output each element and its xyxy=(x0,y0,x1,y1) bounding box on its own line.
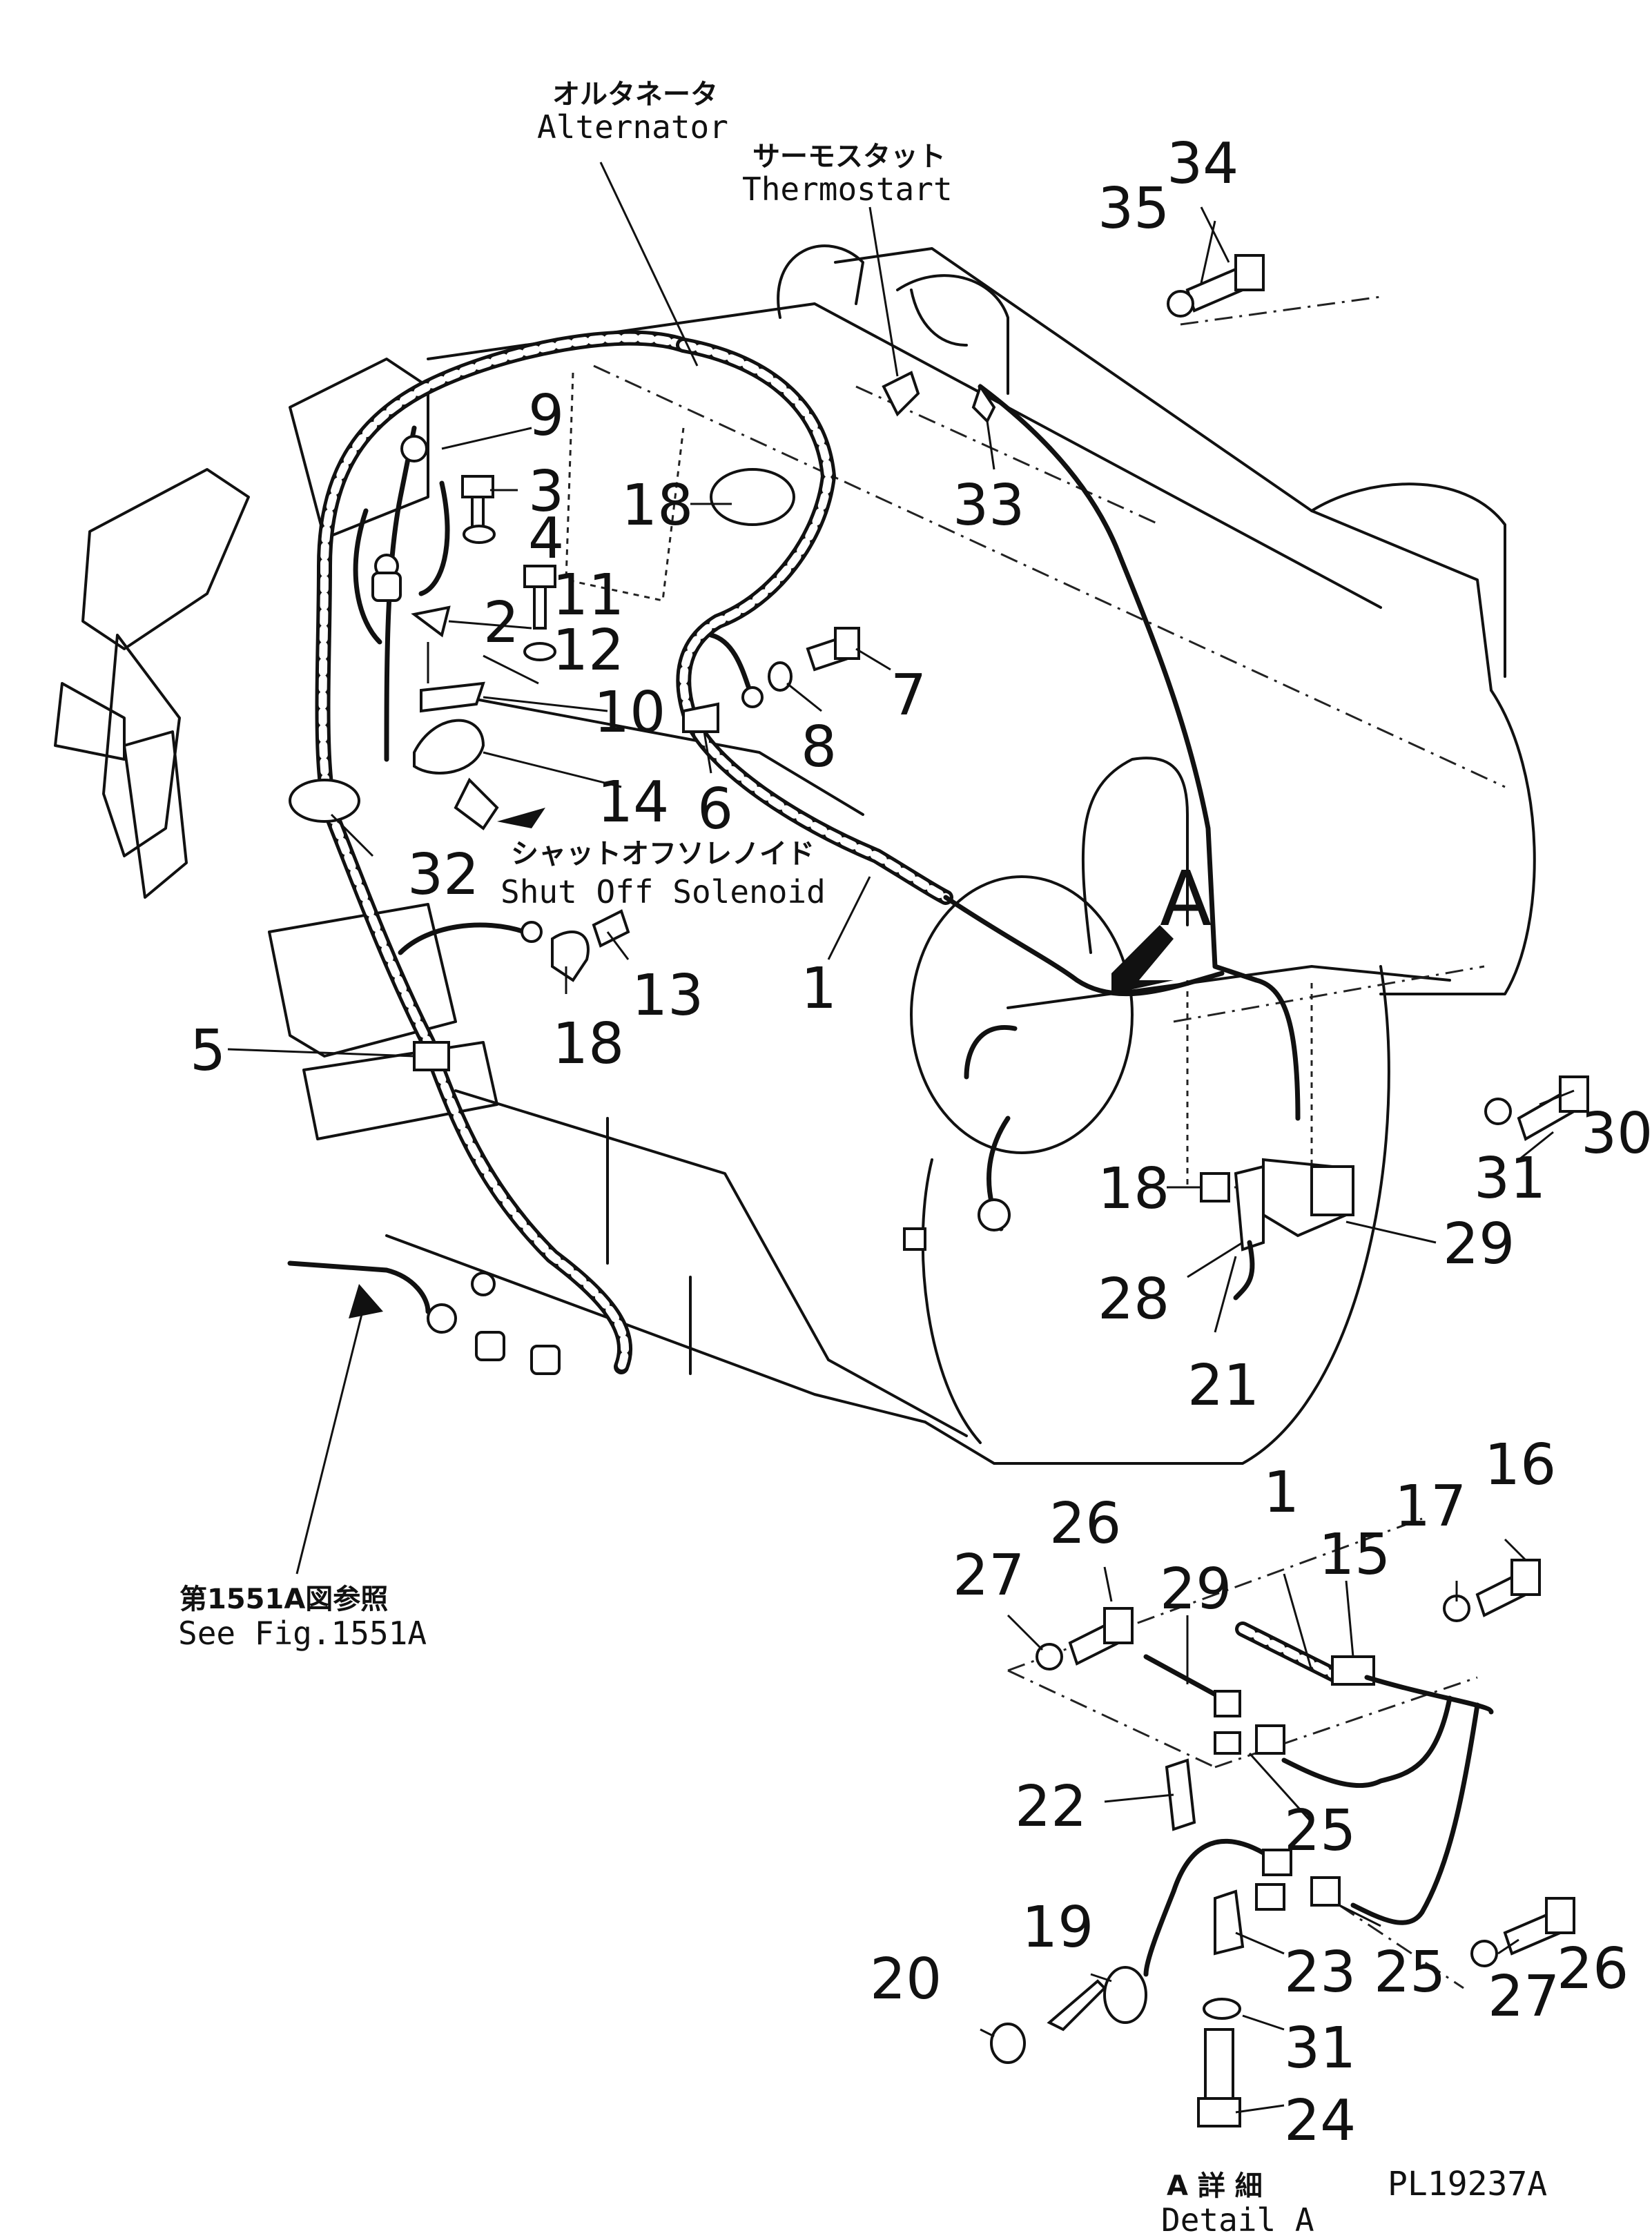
callout-17: 17 xyxy=(1395,1474,1466,1539)
callout-18-b: 18 xyxy=(552,1011,624,1077)
terminal-29 xyxy=(1214,1690,1241,1717)
callout-16: 16 xyxy=(1484,1432,1556,1498)
callout-31-a: 31 xyxy=(1474,1146,1546,1211)
callout-4: 4 xyxy=(528,506,564,572)
callout-18-c: 18 xyxy=(1098,1156,1169,1222)
callout-27-b: 27 xyxy=(1488,1964,1559,2029)
detail-label-en: Detail A xyxy=(1161,2201,1314,2239)
washer-27-a xyxy=(1036,1643,1063,1671)
callout-26-a: 26 xyxy=(1049,1491,1121,1557)
sensor-13 xyxy=(592,909,630,948)
callout-28: 28 xyxy=(1098,1267,1169,1332)
shutoff-label-jp: シャットオフソレノイド xyxy=(511,838,815,870)
washer-4 xyxy=(463,525,496,544)
leader-lines xyxy=(227,162,1575,2114)
washer-31-b xyxy=(1203,1998,1241,2020)
callout-8: 8 xyxy=(801,714,837,780)
alternator-label-jp: オルタネータ xyxy=(552,79,718,110)
clip-15 xyxy=(1331,1655,1375,1686)
view-arrow xyxy=(1111,925,1174,994)
thermostart-label-jp: サーモスタット xyxy=(752,141,946,173)
callout-24: 24 xyxy=(1284,2088,1356,2154)
callout-10: 10 xyxy=(594,680,665,746)
connector-18 xyxy=(551,931,590,982)
callouts: 34 35 9 3 18 33 4 11 2 12 7 10 8 14 6 32… xyxy=(190,131,1652,2154)
callout-15: 15 xyxy=(1319,1522,1390,1588)
parts xyxy=(289,254,1589,1301)
alternator-label-en: Alternator xyxy=(537,108,728,146)
washer-31 xyxy=(1484,1098,1512,1125)
bolt-34 xyxy=(1185,254,1265,313)
callout-7: 7 xyxy=(891,663,926,728)
callout-5: 5 xyxy=(190,1018,226,1084)
view-marker: A xyxy=(1160,855,1212,943)
thermostart-plug xyxy=(882,371,920,417)
terminal-25-b xyxy=(1255,1883,1285,1911)
callout-9: 9 xyxy=(528,383,564,449)
bolt-30 xyxy=(1517,1075,1589,1141)
callout-29-a: 29 xyxy=(1443,1211,1515,1277)
seefig-label-jp: 第1551A図参照 xyxy=(179,1584,388,1615)
callout-35: 35 xyxy=(1098,176,1169,242)
callout-18-a: 18 xyxy=(621,473,693,538)
oring-20 xyxy=(990,2023,1026,2064)
callout-30: 30 xyxy=(1581,1101,1652,1167)
bracket-22 xyxy=(1165,1758,1196,1831)
bolt-16 xyxy=(1475,1559,1541,1617)
callout-31-b: 31 xyxy=(1284,2016,1356,2081)
callout-22: 22 xyxy=(1015,1774,1087,1840)
bracket-10 xyxy=(420,681,485,713)
pointer-arrow xyxy=(497,808,545,828)
bolt-11 xyxy=(523,565,556,630)
callout-32: 32 xyxy=(407,842,479,908)
washer-35 xyxy=(1167,290,1194,318)
callout-20: 20 xyxy=(870,1947,942,2012)
callout-1: 1 xyxy=(801,956,837,1022)
seefig-label-en: See Fig.1551A xyxy=(178,1615,427,1652)
callout-27-a: 27 xyxy=(953,1543,1024,1608)
callout-21: 21 xyxy=(1187,1353,1259,1419)
callout-14: 14 xyxy=(597,770,669,835)
callout-34: 34 xyxy=(1167,131,1238,197)
callout-23: 23 xyxy=(1284,1940,1356,2005)
sensor-19 xyxy=(1103,1966,1147,2024)
bolt-24 xyxy=(1197,2028,1241,2127)
drawing-code: PL19237A xyxy=(1388,2165,1547,2203)
callout-25-a: 25 xyxy=(1284,1798,1356,1864)
grommet-32 xyxy=(289,779,360,823)
callout-33: 33 xyxy=(953,473,1024,538)
washer-12 xyxy=(523,642,556,661)
washer-8 xyxy=(768,661,793,692)
thermostart-label-en: Thermostart xyxy=(742,171,953,208)
bolt-26-b xyxy=(1503,1897,1575,1956)
callout-11: 11 xyxy=(552,563,624,628)
shutoff-solenoid-14 xyxy=(413,719,485,775)
callout-25-b: 25 xyxy=(1374,1940,1446,2005)
text-labels: オルタネータ Alternator サーモスタット Thermostart シャ… xyxy=(178,79,1547,2239)
callout-29-b: 29 xyxy=(1160,1557,1232,1622)
clip-5 xyxy=(413,1041,450,1071)
callout-3: 3 xyxy=(528,459,564,525)
bracket-2 xyxy=(411,605,451,638)
callout-2: 2 xyxy=(483,590,519,656)
callout-6: 6 xyxy=(697,777,733,842)
callout-26-b: 26 xyxy=(1557,1936,1629,2002)
detail-a xyxy=(990,1517,1575,2127)
callout-1-b: 1 xyxy=(1263,1460,1299,1526)
callout-12: 12 xyxy=(552,618,624,683)
terminal-25-a xyxy=(1214,1731,1241,1755)
detail-label-jp: A 詳 細 xyxy=(1167,2170,1263,2202)
bolt-7 xyxy=(806,627,860,672)
shutoff-label-en: Shut Off Solenoid xyxy=(501,873,826,910)
callout-19: 19 xyxy=(1022,1895,1094,1960)
washer-27-b xyxy=(1470,1940,1498,1967)
callout-13: 13 xyxy=(632,963,703,1029)
bolt-26-a xyxy=(1068,1607,1134,1666)
connector-18-c xyxy=(1200,1172,1230,1202)
clip-6 xyxy=(682,702,719,733)
bracket-23 xyxy=(1214,1889,1245,1956)
bracket-28 xyxy=(1234,1165,1265,1252)
engine-outline xyxy=(54,244,1536,1465)
